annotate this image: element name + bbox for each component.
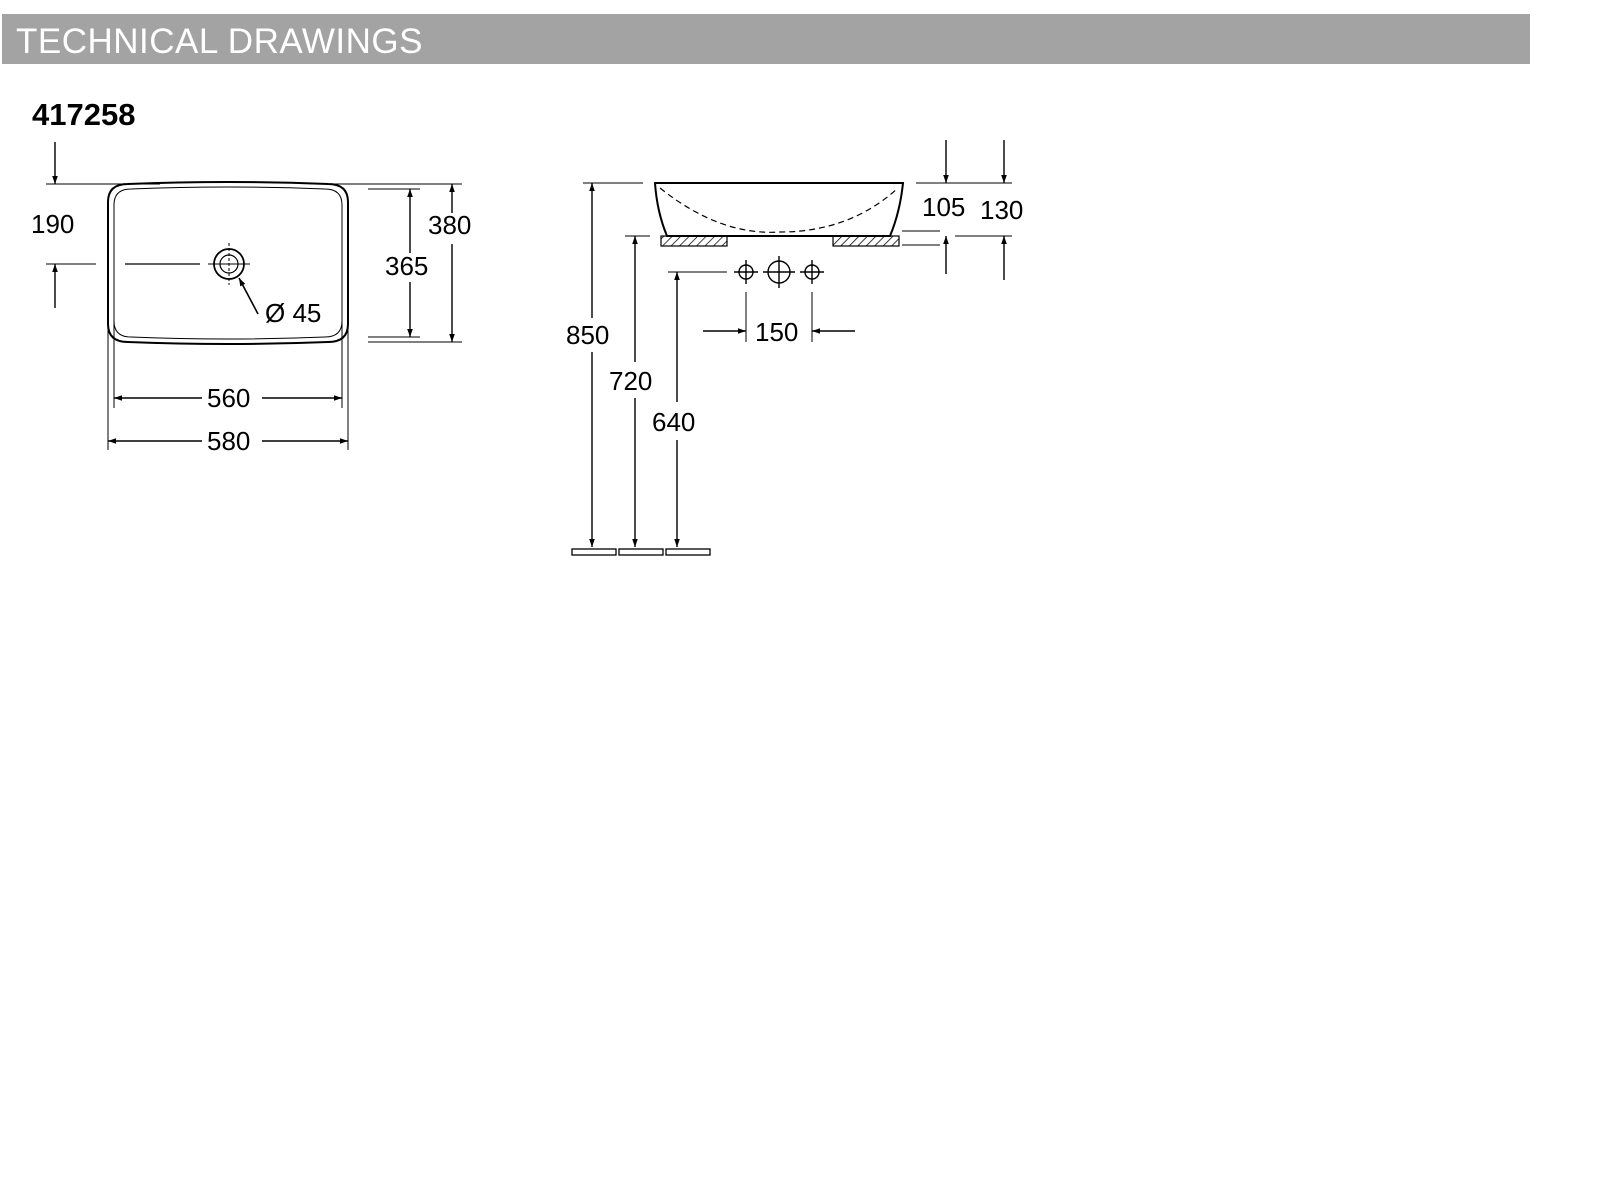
floor-right bbox=[665, 548, 711, 556]
dim-counter-height-label: 720 bbox=[609, 366, 652, 396]
dim-outer-width-label: 580 bbox=[207, 426, 250, 456]
top-view-labels: 190 380 365 Ø 45 560 580 bbox=[31, 209, 471, 456]
model-number: 417258 bbox=[32, 97, 136, 132]
dim-tap-spacing-label: 150 bbox=[755, 317, 798, 347]
dim-inner-width-label: 560 bbox=[207, 383, 250, 413]
basin-profile bbox=[653, 182, 905, 237]
countertop-left bbox=[660, 235, 728, 247]
dim-drain-diameter-label: Ø 45 bbox=[265, 298, 321, 328]
header-bar: TECHNICAL DRAWINGS bbox=[2, 14, 1530, 64]
header-title: TECHNICAL DRAWINGS bbox=[16, 22, 423, 61]
side-view bbox=[571, 140, 1012, 556]
dim-outer-height-label: 130 bbox=[980, 195, 1023, 225]
side-view-labels: 105 130 150 850 720 640 bbox=[566, 192, 1023, 437]
dim-top-height-label: 850 bbox=[566, 320, 609, 350]
dim-outer-depth-label: 380 bbox=[428, 210, 471, 240]
floor-left bbox=[571, 548, 617, 556]
tap-connections bbox=[734, 256, 824, 288]
basin-bowl-hidden bbox=[659, 187, 899, 233]
top-view bbox=[46, 142, 462, 450]
dim-tap-height-label: 640 bbox=[652, 407, 695, 437]
dim-inner-height-label: 105 bbox=[922, 192, 965, 222]
dim-offset-label: 190 bbox=[31, 209, 74, 239]
drain-icon bbox=[125, 243, 250, 285]
dim-inner-depth-label: 365 bbox=[385, 251, 428, 281]
countertop-right bbox=[832, 235, 900, 247]
floor-mid bbox=[618, 548, 664, 556]
